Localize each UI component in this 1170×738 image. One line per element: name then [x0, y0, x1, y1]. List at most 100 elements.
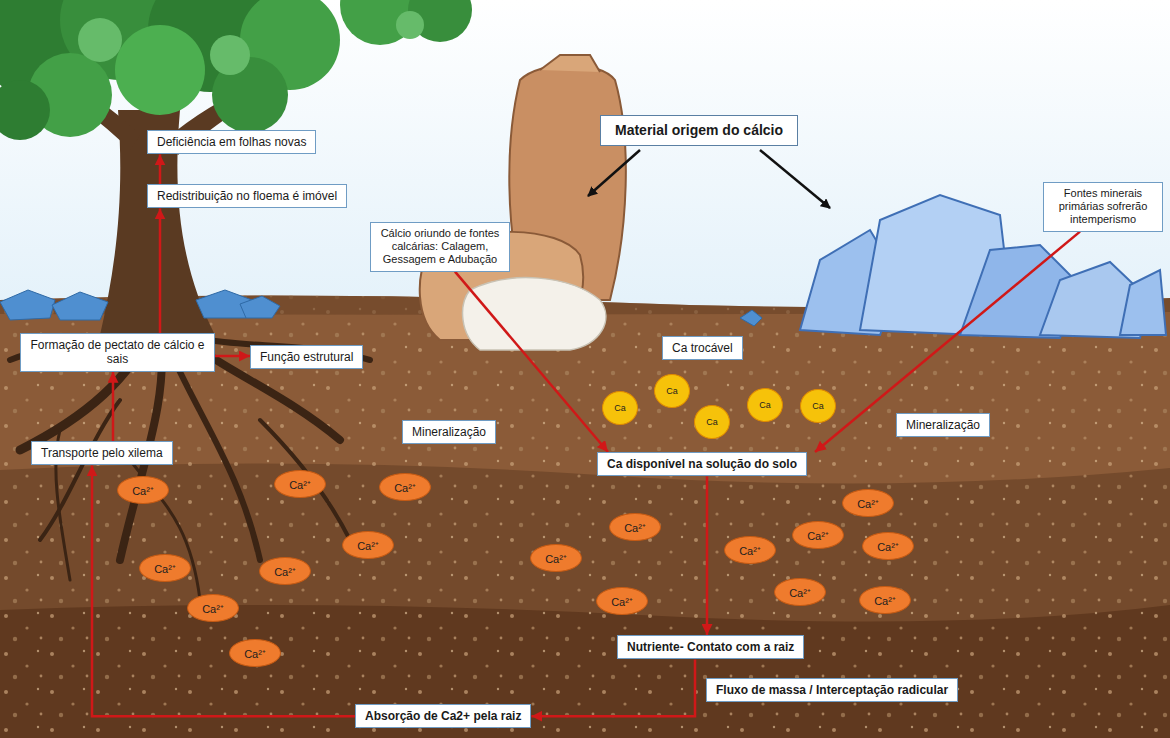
node-text: Cálcio oriundo de fontes calcárias: Cala… — [380, 227, 500, 267]
mineral-rocks-shape — [1120, 270, 1166, 335]
source-arrows-shape — [588, 150, 640, 196]
soil — [0, 295, 1170, 738]
exchangeable-ca-circle: Ca — [747, 388, 783, 422]
ion-oval: Ca²⁺ — [117, 476, 169, 504]
tree-canopy-shape — [210, 35, 250, 75]
exchangeable-ca-circle: Ca — [602, 391, 638, 425]
soil-shape — [0, 295, 1170, 738]
node-text: Ca disponível na solução do solo — [607, 457, 797, 471]
ion-oval: Ca²⁺ — [792, 521, 844, 549]
ion-oval: Ca²⁺ — [342, 531, 394, 559]
node-text: Ca — [812, 401, 824, 411]
node-text: Ca²⁺ — [244, 646, 266, 661]
flow-arrow — [215, 355, 250, 358]
node-text: Ca²⁺ — [857, 496, 879, 511]
node-text: Absorção de Ca2+ pela raiz — [365, 709, 521, 723]
tree-canopy-shape — [0, 80, 50, 140]
blue-stones-shape — [740, 310, 762, 326]
source-arrows — [588, 150, 830, 208]
node-text: Ca²⁺ — [877, 539, 899, 554]
ion-oval: Ca²⁺ — [842, 489, 894, 517]
node-text: Ca²⁺ — [394, 480, 416, 495]
tree-canopy-shape — [115, 25, 205, 115]
blue-stones-shape — [52, 292, 108, 320]
ion-oval: Ca²⁺ — [859, 586, 911, 614]
process-box: Absorção de Ca2+ pela raiz — [355, 704, 531, 728]
node-text: Ca²⁺ — [357, 538, 379, 553]
node-text: Ca²⁺ — [807, 528, 829, 543]
ion-oval: Ca²⁺ — [609, 513, 661, 541]
ion-oval: Ca²⁺ — [379, 473, 431, 501]
process-box: Mineralização — [896, 413, 990, 437]
exchangeable-ca-circle: Ca — [654, 374, 690, 408]
blue-stones-shape — [0, 290, 55, 320]
node-text: Ca²⁺ — [739, 543, 761, 558]
node-text: Ca — [706, 417, 718, 427]
node-text: Mineralização — [412, 425, 486, 439]
ion-oval: Ca²⁺ — [596, 587, 648, 615]
tree-roots — [10, 330, 370, 600]
node-text: Redistribuição no floema é imóvel — [157, 189, 337, 203]
node-text: Nutriente- Contato com a raiz — [627, 640, 794, 654]
ion-oval: Ca²⁺ — [274, 470, 326, 498]
flow-arrow — [159, 208, 162, 333]
note-box: Deficiência em folhas novas — [147, 130, 316, 154]
node-text: Ca²⁺ — [274, 564, 296, 579]
ion-oval: Ca²⁺ — [259, 557, 311, 585]
tree-canopy-shape — [78, 18, 122, 62]
source-box: Fontes minerais primárias sofrerão intem… — [1043, 182, 1163, 232]
soil-shape — [0, 295, 1170, 738]
node-text: Deficiência em folhas novas — [157, 135, 306, 149]
ion-oval: Ca²⁺ — [724, 536, 776, 564]
node-text: Transporte pelo xilema — [41, 446, 163, 460]
node-text: Ca — [759, 400, 771, 410]
tree-canopy — [0, 0, 472, 140]
ion-oval: Ca²⁺ — [530, 544, 582, 572]
flow-arrow — [159, 154, 162, 184]
tree-roots-shape — [260, 420, 350, 540]
exchangeable-ca-circle: Ca — [800, 389, 836, 423]
node-text: Ca — [614, 403, 626, 413]
node-text: Ca — [666, 386, 678, 396]
ion-oval: Ca²⁺ — [229, 639, 281, 667]
blue-stones-shape — [240, 296, 280, 318]
node-text: Material origem do cálcio — [615, 122, 783, 139]
node-text: Formação de pectato de cálcio e sais — [30, 338, 205, 367]
node-text: Ca²⁺ — [789, 585, 811, 600]
node-text: Ca²⁺ — [202, 601, 224, 616]
flow-arrow — [815, 232, 1080, 452]
node-text: Ca²⁺ — [624, 520, 646, 535]
tree-roots-shape — [40, 400, 120, 540]
node-text: Ca²⁺ — [132, 483, 154, 498]
lime-bags-shape — [463, 278, 606, 350]
ion-oval: Ca²⁺ — [187, 594, 239, 622]
pool-box: Ca disponível na solução do solo — [597, 452, 807, 476]
flow-arrow — [112, 372, 115, 441]
node-text: Ca trocável — [672, 341, 733, 355]
process-box: Função estrutural — [250, 345, 363, 369]
flow-arrow — [92, 465, 355, 716]
ion-oval: Ca²⁺ — [139, 554, 191, 582]
process-box: Fluxo de massa / Interceptação radicular — [706, 678, 958, 702]
node-text: Fluxo de massa / Interceptação radicular — [716, 683, 948, 697]
lime-bags-shape — [540, 55, 600, 72]
node-text: Ca²⁺ — [545, 551, 567, 566]
node-text: Ca²⁺ — [874, 593, 896, 608]
tree-canopy-shape — [396, 11, 424, 39]
node-text: Função estrutural — [260, 350, 353, 364]
node-text: Fontes minerais primárias sofrerão intem… — [1053, 187, 1153, 227]
flow-arrow — [706, 476, 709, 635]
process-box: Formação de pectato de cálcio e sais — [20, 333, 215, 372]
node-text: Ca²⁺ — [289, 477, 311, 492]
ion-oval: Ca²⁺ — [862, 532, 914, 560]
flow-arrow — [531, 659, 695, 716]
pool-box: Ca trocável — [662, 336, 743, 360]
exchangeable-ca-circle: Ca — [694, 405, 730, 439]
source-arrows-shape — [760, 150, 830, 208]
ion-oval: Ca²⁺ — [774, 578, 826, 606]
process-box: Transporte pelo xilema — [31, 441, 173, 465]
node-text: Ca²⁺ — [154, 561, 176, 576]
process-box: Mineralização — [402, 420, 496, 444]
